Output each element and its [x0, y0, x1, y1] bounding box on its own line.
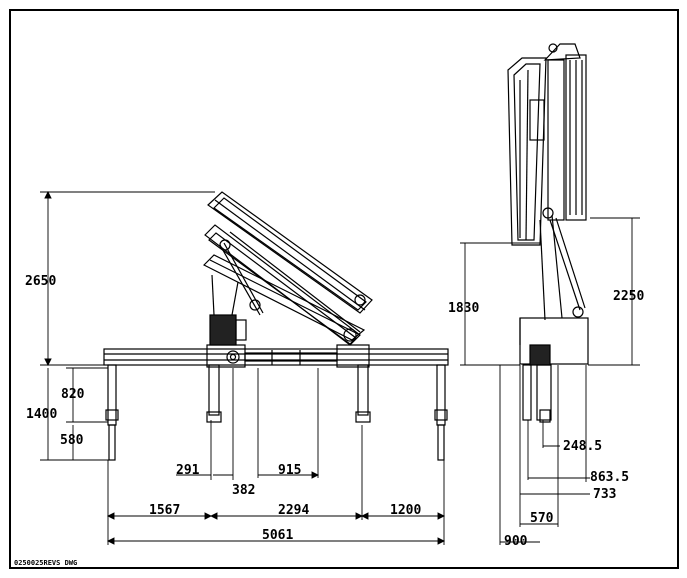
dim-leg-lower: 580 — [60, 433, 84, 448]
end-view — [507, 43, 589, 423]
dim-733: 733 — [593, 487, 616, 502]
dim-570: 570 — [530, 511, 554, 526]
drawing-frame — [9, 9, 679, 569]
end-view-dimensions — [460, 217, 640, 545]
folded-boom-stack — [507, 43, 587, 246]
dim-382: 382 — [232, 483, 255, 498]
dim-291: 291 — [176, 463, 200, 478]
dim-1567: 1567 — [149, 503, 180, 518]
dim-total-height: 2650 — [25, 274, 56, 289]
stabilizer-leg-inner-left — [206, 364, 222, 423]
chassis-frame — [103, 348, 449, 366]
dim-2294: 2294 — [278, 503, 309, 518]
outer-boom — [202, 191, 373, 341]
side-view-dimensions — [40, 190, 446, 545]
drawing-file-name: 0250025REVS DWG — [14, 559, 77, 567]
outrigger-leg-left — [105, 364, 119, 461]
dim-end-height-right: 2250 — [613, 289, 644, 304]
dim-overall-length: 5061 — [262, 528, 293, 543]
end-lift-cylinder — [549, 219, 581, 311]
dim-leg-upper: 820 — [61, 387, 85, 402]
stabilizer-leg-inner-right — [355, 364, 371, 423]
dim-1200: 1200 — [390, 503, 421, 518]
lift-cylinder — [219, 244, 261, 316]
crane-column — [209, 314, 237, 346]
side-view — [103, 191, 449, 461]
dim-863-5: 863.5 — [590, 470, 629, 485]
dim-915: 915 — [278, 463, 301, 478]
dim-leg-total: 1400 — [26, 407, 57, 422]
dim-248-5: 248.5 — [563, 439, 602, 454]
dim-end-height-left: 1830 — [448, 301, 479, 316]
dim-900: 900 — [504, 534, 528, 549]
slewing-ring — [226, 350, 240, 364]
boom-head-pin — [343, 328, 357, 342]
outrigger-leg-right — [434, 364, 448, 461]
